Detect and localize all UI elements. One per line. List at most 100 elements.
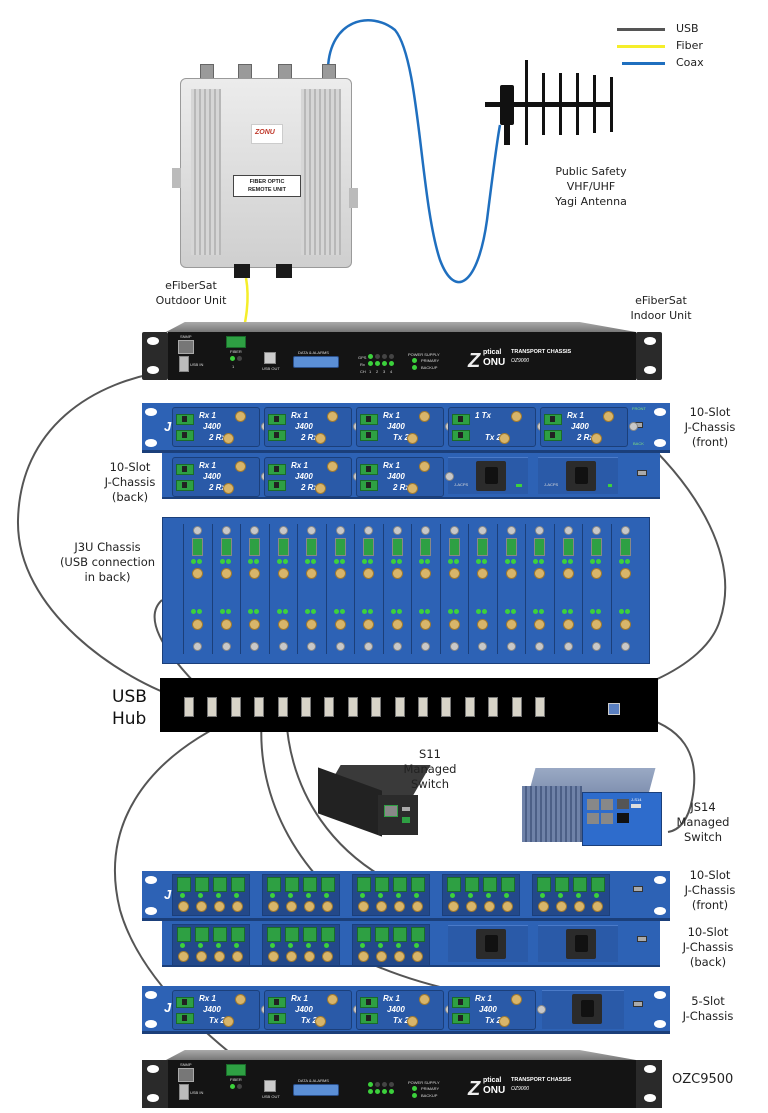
thumb-screw[interactable] bbox=[535, 642, 544, 651]
usb-hub-port[interactable] bbox=[441, 697, 452, 717]
thumb-screw[interactable] bbox=[278, 526, 288, 535]
fiber-adapter[interactable] bbox=[249, 538, 260, 556]
thumb-screw[interactable] bbox=[563, 642, 573, 651]
usb-hub-port[interactable] bbox=[184, 697, 194, 717]
fiber-adapter[interactable] bbox=[195, 877, 209, 892]
coax-port[interactable] bbox=[223, 483, 234, 494]
usb-hub-port[interactable] bbox=[254, 697, 265, 717]
coax-port[interactable] bbox=[603, 411, 614, 422]
coax-port[interactable] bbox=[448, 568, 460, 579]
fiber-adapter[interactable] bbox=[619, 538, 631, 556]
fiber-adapter[interactable] bbox=[321, 927, 335, 942]
power-inlet[interactable] bbox=[572, 994, 602, 1024]
fiber-adapter[interactable] bbox=[267, 927, 281, 942]
usb-hub-port[interactable] bbox=[371, 697, 382, 717]
fiber-port[interactable] bbox=[268, 414, 286, 425]
quad-coax-module[interactable] bbox=[352, 924, 430, 966]
fiber-adapter[interactable] bbox=[303, 927, 317, 942]
quad-coax-module[interactable] bbox=[352, 874, 430, 916]
thumb-screw[interactable] bbox=[506, 526, 516, 535]
fiber-port[interactable] bbox=[360, 414, 378, 425]
usb-hub-port[interactable] bbox=[535, 697, 545, 717]
coax-port[interactable] bbox=[412, 951, 423, 962]
coax-port[interactable] bbox=[477, 619, 488, 630]
ozc9500-chassis[interactable]: SNMP USB IN FIBER USB OUT DATA & ALARMS … bbox=[142, 1050, 662, 1110]
fiber-adapter[interactable] bbox=[534, 538, 545, 556]
coax-port[interactable] bbox=[505, 619, 517, 630]
thumb-screw[interactable] bbox=[392, 526, 402, 535]
usb-hub-port[interactable] bbox=[464, 697, 475, 717]
coax-port[interactable] bbox=[322, 951, 333, 962]
ethernet-port[interactable] bbox=[601, 813, 613, 824]
fiber-port[interactable] bbox=[226, 336, 246, 348]
coax-port[interactable] bbox=[235, 411, 246, 422]
fiber-adapter[interactable] bbox=[357, 877, 371, 892]
coax-port[interactable] bbox=[505, 568, 517, 579]
coax-port[interactable] bbox=[391, 568, 403, 579]
coax-port[interactable] bbox=[420, 568, 431, 579]
fiber-adapter[interactable] bbox=[537, 877, 551, 892]
coax-port[interactable] bbox=[304, 901, 315, 912]
quad-coax-module[interactable] bbox=[442, 874, 520, 916]
ethernet-port[interactable] bbox=[178, 1068, 194, 1082]
thumb-screw[interactable] bbox=[620, 642, 630, 651]
usb-port[interactable] bbox=[631, 804, 641, 808]
quad-coax-module[interactable] bbox=[532, 874, 610, 916]
coax-port[interactable] bbox=[235, 461, 246, 472]
coax-port[interactable] bbox=[196, 951, 207, 962]
usb-in-port[interactable] bbox=[179, 356, 189, 372]
coax-port[interactable] bbox=[419, 994, 430, 1005]
fiber-adapter[interactable] bbox=[465, 877, 479, 892]
fiber-adapter[interactable] bbox=[195, 927, 209, 942]
thumb-screw[interactable] bbox=[421, 526, 430, 535]
fiber-adapter[interactable] bbox=[213, 927, 227, 942]
coax-port[interactable] bbox=[286, 901, 297, 912]
db25-port[interactable] bbox=[293, 356, 339, 368]
coax-port[interactable] bbox=[249, 568, 260, 579]
quad-coax-module[interactable] bbox=[262, 924, 340, 966]
coax-port[interactable] bbox=[591, 619, 602, 630]
coax-port[interactable] bbox=[591, 433, 602, 444]
coax-port[interactable] bbox=[178, 951, 189, 962]
thumb-screw[interactable] bbox=[535, 526, 544, 535]
thumb-screw[interactable] bbox=[307, 526, 316, 535]
fiber-adapter[interactable] bbox=[411, 877, 425, 892]
fiber-port[interactable] bbox=[360, 997, 378, 1008]
fiber-port[interactable] bbox=[360, 480, 378, 491]
j3u-chassis[interactable] bbox=[162, 517, 650, 664]
coax-port[interactable] bbox=[232, 951, 243, 962]
thumb-screw[interactable] bbox=[278, 642, 288, 651]
coax-port[interactable] bbox=[223, 433, 234, 444]
ethernet-port[interactable] bbox=[601, 799, 613, 810]
fiber-adapter[interactable] bbox=[177, 877, 191, 892]
coax-port[interactable] bbox=[484, 901, 495, 912]
coax-port[interactable] bbox=[420, 619, 431, 630]
coax-port[interactable] bbox=[562, 568, 574, 579]
js14-managed-switch[interactable]: J-S14 bbox=[522, 768, 662, 848]
fiber-port[interactable] bbox=[360, 1013, 378, 1024]
thumb-screw[interactable] bbox=[449, 526, 459, 535]
coax-port[interactable] bbox=[591, 568, 602, 579]
fiber-adapter[interactable] bbox=[375, 927, 389, 942]
coax-port[interactable] bbox=[192, 568, 203, 579]
j3u-slot-card[interactable] bbox=[439, 524, 467, 654]
fiber-port[interactable] bbox=[176, 480, 194, 491]
fiber-adapter[interactable] bbox=[220, 538, 232, 556]
thumb-screw[interactable] bbox=[478, 526, 487, 535]
coax-port[interactable] bbox=[315, 433, 326, 444]
fiber-adapter[interactable] bbox=[321, 877, 335, 892]
fiber-adapter[interactable] bbox=[483, 877, 497, 892]
thumb-screw[interactable] bbox=[563, 526, 573, 535]
coax-port[interactable] bbox=[534, 619, 545, 630]
ethernet-port[interactable] bbox=[178, 340, 194, 354]
coax-port[interactable] bbox=[376, 901, 387, 912]
power-inlet[interactable] bbox=[566, 461, 596, 491]
thumb-screw[interactable] bbox=[364, 642, 373, 651]
fiber-port[interactable] bbox=[268, 464, 286, 475]
usb-hub-port[interactable] bbox=[488, 697, 499, 717]
coax-port[interactable] bbox=[214, 901, 225, 912]
fiber-adapter[interactable] bbox=[448, 538, 460, 556]
